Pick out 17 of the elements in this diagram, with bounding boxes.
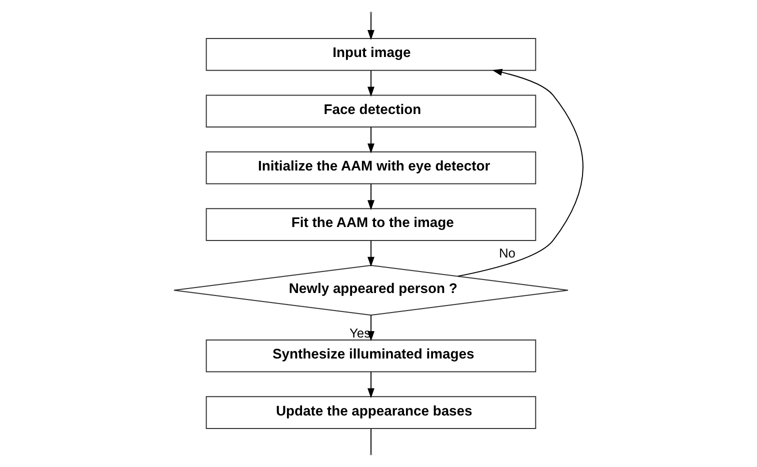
edge-label: No [498,246,516,261]
connector [370,428,372,454]
node-box: Synthesize illuminated images [206,339,536,372]
arrow [368,371,374,398]
node-box: Update the appearance bases [206,396,536,430]
arrow [368,240,374,267]
node-box: Input image [206,38,536,71]
node-diamond: Newly appeared person ? [173,264,568,316]
node-box: Fit the AAM to the image [206,208,536,241]
arrow [368,13,374,40]
arrow [368,183,374,210]
node-box: Face detection [206,94,536,128]
arrow [368,70,374,97]
edge-label: Yes [349,325,371,340]
node-box: Initialize the AAM with eye detector [206,151,536,184]
arrow [368,126,374,154]
arrow [457,68,584,277]
